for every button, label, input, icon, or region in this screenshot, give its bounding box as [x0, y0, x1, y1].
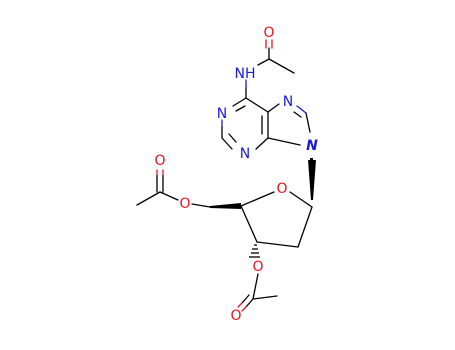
bond-c2-n3-double [228, 133, 237, 143]
bond-c5-n7 [267, 103, 280, 113]
atom-amide-o: O [263, 25, 274, 41]
bond-c5-c6 [245, 97, 269, 113]
bond-n3-c4 [255, 137, 269, 150]
atom-ring-o: O [276, 181, 287, 197]
bond-ester3-co1-o [241, 306, 247, 312]
bond-hash-c3-o3 [249, 244, 260, 258]
atom-ester3-carbonyl-o: O [230, 308, 241, 324]
bond-wedge-n9-c1-body [308, 160, 316, 200]
bond-c3-c2 [256, 241, 299, 248]
atom-purine-n1: N [217, 106, 227, 122]
atom-ester3-o: O [252, 259, 263, 275]
bond-c1-o4 [289, 191, 313, 208]
atom-ester5-carbonyl-o: O [154, 153, 165, 169]
bond-wedge-c4-c5 [210, 203, 241, 209]
bond-c8-n9 [305, 112, 311, 133]
atom-purine-n7: N [283, 94, 293, 110]
bond-c2-c1 [297, 206, 313, 248]
atom-purine-n9: N [306, 138, 318, 154]
atom-amide-nh: NH [235, 66, 256, 82]
bond-c6-n1 [232, 97, 247, 107]
bond-n7-c8 [296, 105, 307, 114]
bond-acetyl-c-n [257, 58, 270, 66]
atom-ester5-o: O [179, 196, 190, 212]
bond-c5-o5 [191, 203, 211, 208]
bond-ester3-co2 [241, 294, 250, 304]
bond-acetyl-methyl [268, 58, 295, 74]
bond-ester5-methyl [136, 191, 161, 206]
bond-c4-c3 [240, 205, 258, 243]
bond-n7-c8-double [293, 111, 302, 118]
bond-o3-ester-c [252, 273, 259, 300]
bond-c2-n3 [221, 137, 233, 150]
bond-ester3-co2-o [237, 302, 243, 308]
bond-o4-c4 [240, 191, 275, 207]
bond-c6-n1-double [235, 105, 246, 112]
atom-purine-n3: N [240, 146, 250, 162]
bond-ester3-methyl [252, 295, 278, 300]
bond-o5-ester-c [159, 191, 179, 201]
bond-ester3-co1 [245, 298, 254, 308]
bond-n9-c4 [267, 137, 301, 146]
